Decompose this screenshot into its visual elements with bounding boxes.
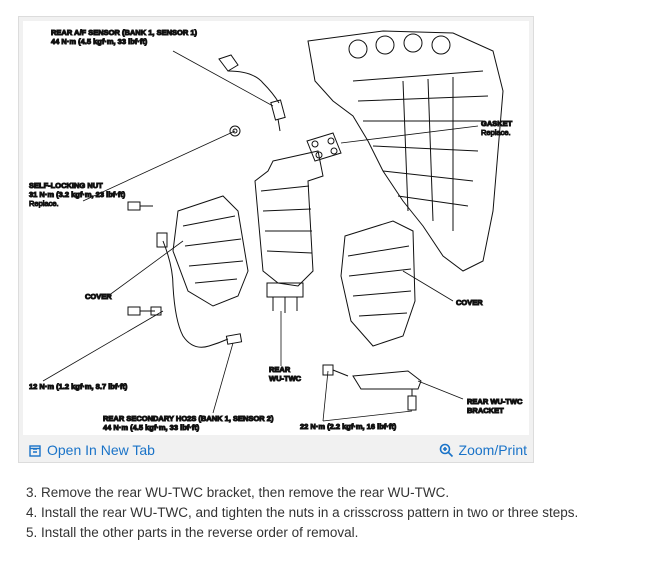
open-new-tab-label: Open In New Tab — [47, 442, 155, 458]
right-heat-cover — [340, 220, 416, 347]
step-3: 3. Remove the rear WU-TWC bracket, then … — [26, 485, 450, 500]
self-locking-nut — [229, 125, 241, 137]
label-locknut: SELF-LOCKING NUT — [29, 181, 103, 190]
upper-gasket — [306, 132, 342, 162]
diagram-toolbar: Open In New Tab Zoom/Print — [19, 436, 533, 464]
label-locknut-torque: 31 N·m (3.2 kgf·m, 23 lbf·ft) — [29, 190, 126, 199]
open-new-tab-icon — [29, 444, 41, 457]
exploded-parts-diagram[interactable]: REAR A/F SENSOR (BANK 1, SENSOR 1) 44 N·… — [23, 21, 529, 435]
label-rear-twc-2: WU-TWC — [269, 374, 302, 383]
label-sensor1-title: REAR A/F SENSOR (BANK 1, SENSOR 1) — [51, 28, 197, 37]
label-gasket: GASKET — [481, 119, 513, 128]
label-bracket-2: BRACKET — [467, 406, 504, 415]
label-torque-22: 22 N·m (2.2 kgf·m, 16 lbf·ft) — [300, 422, 397, 431]
label-cover-left: COVER — [85, 292, 112, 301]
label-torque-12: 12 N·m (1.2 kgf·m, 8.7 lbf·ft) — [29, 382, 128, 391]
leader-lines — [42, 50, 479, 422]
left-bolts — [127, 201, 162, 316]
step-4: 4. Install the rear WU-TWC, and tighten … — [26, 505, 579, 520]
rear-secondary-ho2s — [156, 232, 243, 348]
label-rear-twc-1: REAR — [269, 365, 291, 374]
label-sensor1-torque: 44 N·m (4.5 kgf·m, 33 lbf·ft) — [51, 37, 148, 46]
zoom-print-label: Zoom/Print — [458, 442, 527, 458]
label-cover-right: COVER — [456, 298, 483, 307]
diagram-frame: REAR A/F SENSOR (BANK 1, SENSOR 1) 44 N·… — [18, 16, 534, 463]
rear-wu-twc-bracket — [322, 364, 422, 411]
left-heat-cover — [172, 195, 249, 307]
instruction-steps: 3. Remove the rear WU-TWC bracket, then … — [26, 483, 578, 543]
label-bracket-1: REAR WU-TWC — [467, 397, 523, 406]
magnifier-icon — [439, 443, 453, 457]
rear-wu-twc — [254, 150, 324, 313]
engine-block — [307, 30, 504, 272]
open-new-tab-link[interactable]: Open In New Tab — [29, 442, 155, 458]
zoom-print-link[interactable]: Zoom/Print — [439, 442, 527, 458]
rear-af-sensor — [218, 54, 286, 132]
label-gasket-note: Replace. — [481, 128, 511, 137]
label-sensor2-title: REAR SECONDARY HO2S (BANK 1, SENSOR 2) — [103, 414, 274, 423]
step-5: 5. Install the other parts in the revers… — [26, 525, 359, 540]
label-sensor2-torque: 44 N·m (4.5 kgf·m, 33 lbf·ft) — [103, 423, 200, 432]
label-locknut-note: Replace. — [29, 199, 59, 208]
